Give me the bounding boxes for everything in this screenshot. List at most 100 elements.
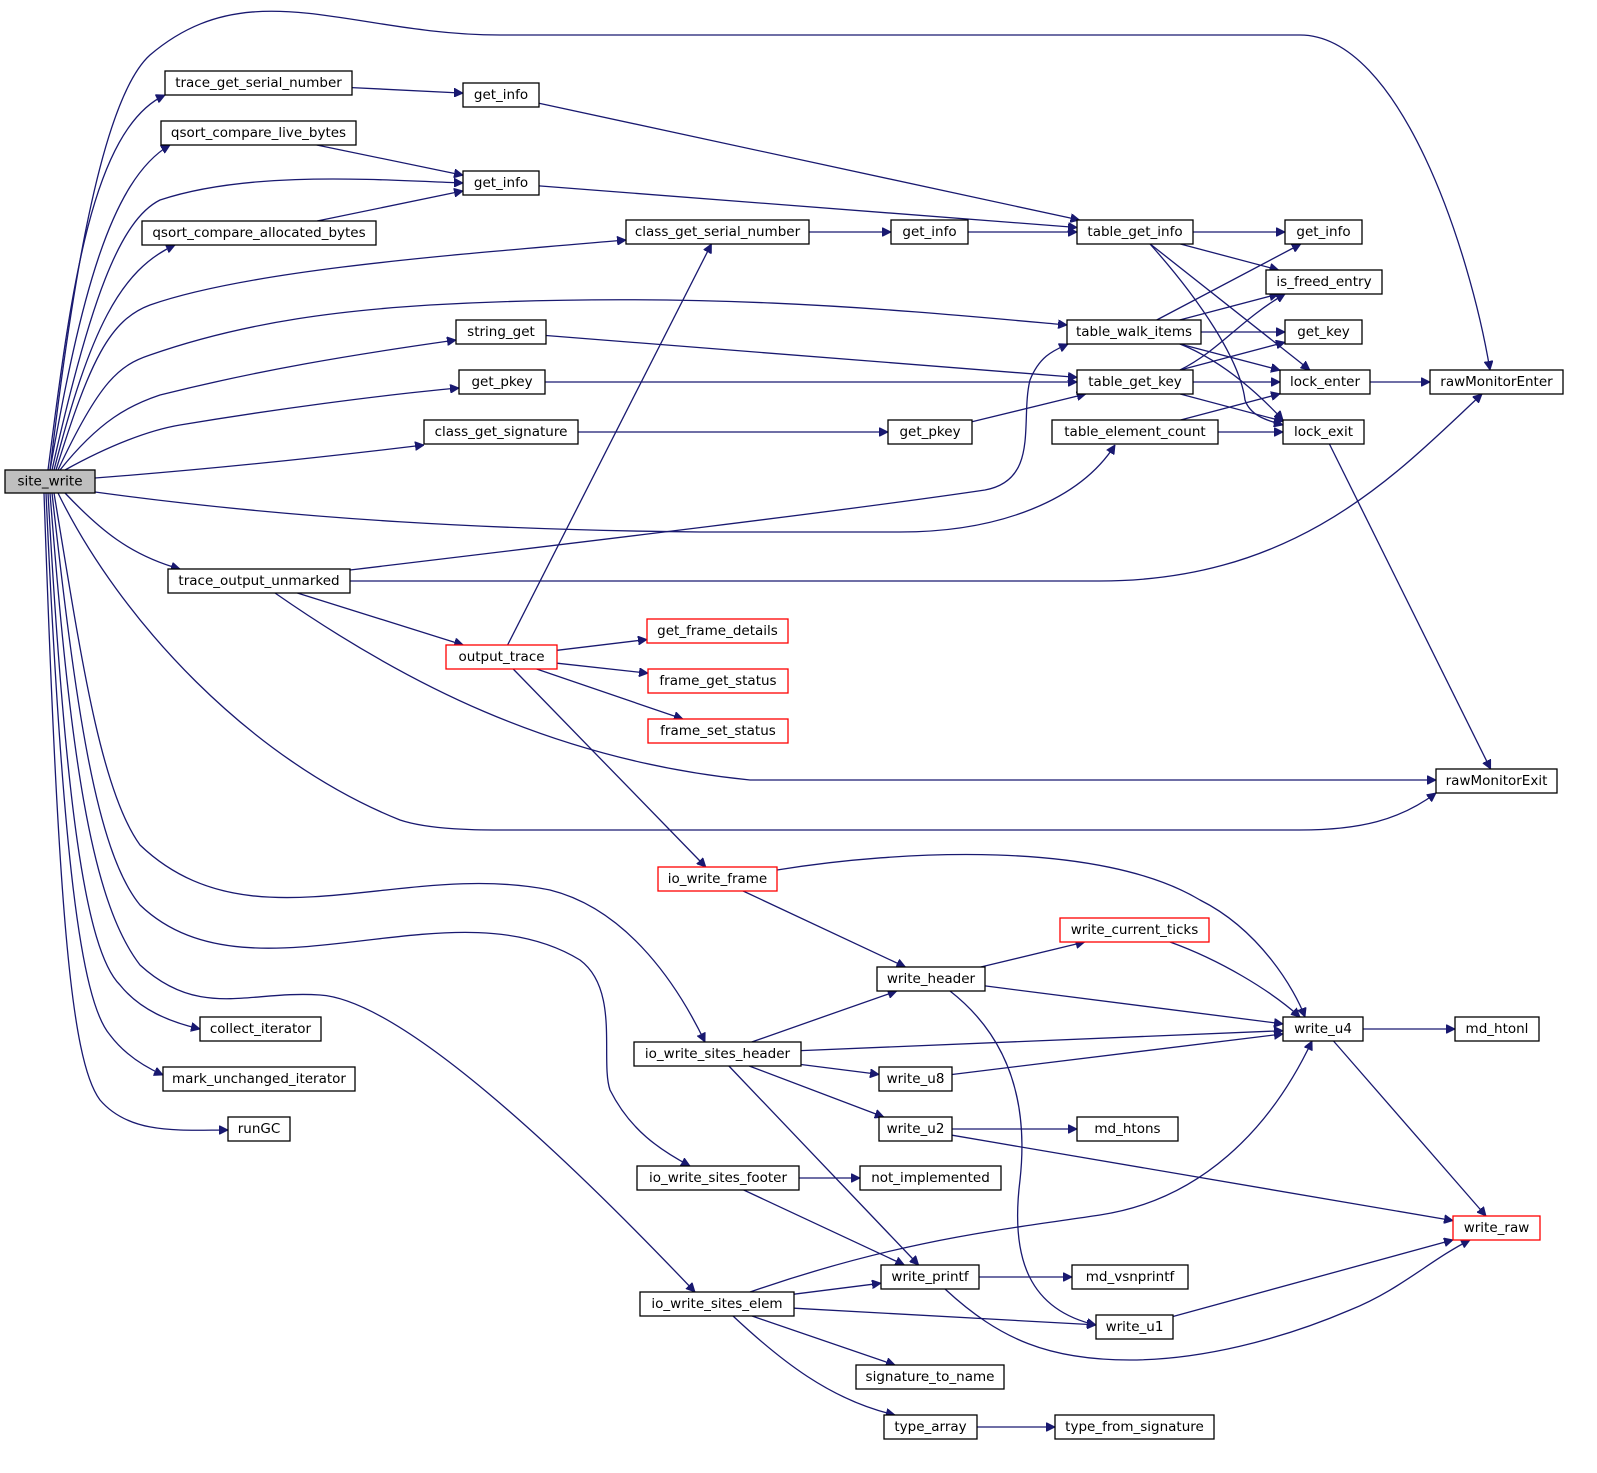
node-mark-unchanged-iterator[interactable]: mark_unchanged_iterator [162,1066,356,1092]
node-get-info-a[interactable]: get_info [462,82,540,108]
node-write-u8[interactable]: write_u8 [878,1066,953,1092]
node-qsort-compare-allocated-bytes[interactable]: qsort_compare_allocated_bytes [141,220,377,246]
node-qsort-compare-live-bytes[interactable]: qsort_compare_live_bytes [160,120,357,146]
node-get-frame-details[interactable]: get_frame_details [646,618,789,644]
node-rawMonitorExit[interactable]: rawMonitorExit [1435,768,1558,794]
node-box[interactable] [458,369,546,395]
node-get-pkey-a[interactable]: get_pkey [458,369,546,395]
node-site-write[interactable]: site_write [4,469,96,494]
node-box[interactable] [423,419,579,445]
node-box[interactable] [1265,269,1383,295]
node-box[interactable] [1435,768,1558,794]
node-box[interactable] [633,1041,802,1067]
node-md-htonl[interactable]: md_htonl [1454,1016,1540,1042]
node-box[interactable] [167,568,351,594]
node-write-raw[interactable]: write_raw [1452,1215,1541,1241]
node-class-get-signature[interactable]: class_get_signature [423,419,579,445]
node-type-from-signature[interactable]: type_from_signature [1054,1414,1215,1440]
node-box[interactable] [462,82,540,108]
node-box[interactable] [1051,419,1219,445]
node-write-u4[interactable]: write_u4 [1282,1016,1364,1042]
node-box[interactable] [878,1116,953,1142]
node-write-current-ticks[interactable]: write_current_ticks [1059,917,1210,943]
node-not-implemented[interactable]: not_implemented [859,1165,1002,1191]
node-box[interactable] [625,219,810,245]
node-table-element-count[interactable]: table_element_count [1051,419,1219,445]
node-collect-iterator[interactable]: collect_iterator [199,1016,322,1042]
node-write-printf[interactable]: write_printf [880,1264,980,1290]
node-box[interactable] [1282,1016,1364,1042]
node-box[interactable] [859,1165,1002,1191]
node-box[interactable] [1429,369,1564,395]
node-box[interactable] [1284,319,1363,345]
node-box[interactable] [647,718,789,744]
node-get-info-b[interactable]: get_info [462,170,540,196]
node-frame-get-status[interactable]: frame_get_status [647,668,789,694]
node-box[interactable] [199,1016,322,1042]
node-box[interactable] [890,219,969,245]
node-lock-enter[interactable]: lock_enter [1279,369,1371,395]
node-box[interactable] [462,170,540,196]
node-table-get-key[interactable]: table_get_key [1076,369,1194,395]
node-write-u2[interactable]: write_u2 [878,1116,953,1142]
node-box[interactable] [1454,1016,1540,1042]
node-box[interactable] [639,1291,795,1317]
node-io-write-frame[interactable]: io_write_frame [657,866,778,892]
node-get-key[interactable]: get_key [1284,319,1363,345]
node-box[interactable] [1279,369,1371,395]
node-box[interactable] [4,469,96,494]
node-get-pkey-b[interactable]: get_pkey [887,419,973,445]
node-box[interactable] [455,319,547,345]
node-box[interactable] [636,1165,800,1191]
node-rawMonitorEnter[interactable]: rawMonitorEnter [1429,369,1564,395]
node-box[interactable] [876,966,986,992]
node-get-info-d[interactable]: get_info [1284,219,1363,245]
node-box[interactable] [1071,1264,1189,1290]
node-write-u1[interactable]: write_u1 [1095,1314,1174,1340]
node-box[interactable] [1076,369,1194,395]
node-trace-get-serial-number[interactable]: trace_get_serial_number [164,70,353,96]
node-runGC[interactable]: runGC [227,1116,291,1142]
node-box[interactable] [1284,219,1363,245]
node-output-trace[interactable]: output_trace [445,644,558,670]
node-is-freed-entry[interactable]: is_freed_entry [1265,269,1383,295]
node-frame-set-status[interactable]: frame_set_status [647,718,789,744]
node-box[interactable] [445,644,558,670]
node-box[interactable] [887,419,973,445]
node-box[interactable] [164,70,353,96]
node-class-get-serial-number[interactable]: class_get_serial_number [625,219,810,245]
node-box[interactable] [1282,419,1365,445]
node-box[interactable] [883,1414,978,1440]
node-box[interactable] [160,120,357,146]
node-box[interactable] [878,1066,953,1092]
node-md-htons[interactable]: md_htons [1076,1116,1179,1142]
node-box[interactable] [880,1264,980,1290]
node-get-info-c[interactable]: get_info [890,219,969,245]
node-box[interactable] [647,668,789,694]
node-write-header[interactable]: write_header [876,966,986,992]
node-io-write-sites-footer[interactable]: io_write_sites_footer [636,1165,800,1191]
node-type-array[interactable]: type_array [883,1414,978,1440]
node-box[interactable] [1059,917,1210,943]
node-box[interactable] [657,866,778,892]
node-trace-output-unmarked[interactable]: trace_output_unmarked [167,568,351,594]
node-box[interactable] [1076,219,1194,245]
node-box[interactable] [1066,319,1202,345]
node-table-get-info[interactable]: table_get_info [1076,219,1194,245]
node-box[interactable] [1095,1314,1174,1340]
node-io-write-sites-header[interactable]: io_write_sites_header [633,1041,802,1067]
node-md-vsnprintf[interactable]: md_vsnprintf [1071,1264,1189,1290]
node-signature-to-name[interactable]: signature_to_name [855,1364,1005,1390]
node-box[interactable] [646,618,789,644]
node-box[interactable] [1054,1414,1215,1440]
node-box[interactable] [141,220,377,246]
node-box[interactable] [227,1116,291,1142]
node-lock-exit[interactable]: lock_exit [1282,419,1365,445]
node-box[interactable] [162,1066,356,1092]
node-io-write-sites-elem[interactable]: io_write_sites_elem [639,1291,795,1317]
node-string-get[interactable]: string_get [455,319,547,345]
node-box[interactable] [1452,1215,1541,1241]
node-box[interactable] [855,1364,1005,1390]
node-box[interactable] [1076,1116,1179,1142]
node-table-walk-items[interactable]: table_walk_items [1066,319,1202,345]
